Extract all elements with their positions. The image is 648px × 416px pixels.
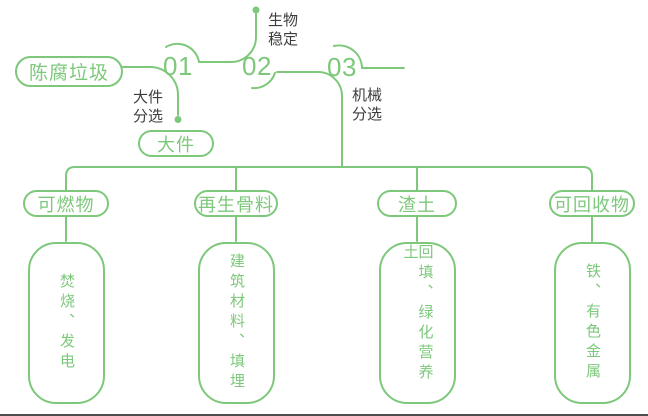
detail-box-recycled-aggregate: 建筑材料、填埋	[198, 242, 275, 404]
detail-text: 回填、绿化营养土	[401, 244, 434, 384]
category-pill-combustibles: 可燃物	[23, 190, 109, 217]
category-label: 可回收物	[554, 194, 630, 215]
step-label-line: 大件	[133, 89, 164, 106]
bulky-output-pill: 大件	[138, 130, 214, 157]
detail-text: 焚烧、发电	[58, 273, 75, 373]
flow-line-source-to-01	[122, 66, 179, 116]
bottom-divider	[0, 414, 648, 416]
step-label-line: 机械	[352, 87, 383, 104]
connector-dot	[252, 6, 260, 14]
flow-line-02-to-03	[276, 71, 343, 168]
bulky-output-label: 大件	[157, 134, 195, 155]
category-label: 再生骨料	[198, 194, 274, 215]
step-label-line: 分选	[133, 108, 164, 125]
arc-under-02	[251, 72, 276, 90]
step-number-01: 01	[163, 51, 193, 81]
step-label-line: 稳定	[268, 31, 299, 48]
detail-box-residue-soil: 回填、绿化营养土	[379, 242, 456, 404]
detail-text: 铁、有色金属	[584, 263, 601, 383]
step-label-bio-stabilization: 生物 稳定	[268, 11, 298, 49]
step-label-bulky-sorting: 大件 分选	[133, 88, 163, 126]
detail-box-recyclables: 铁、有色金属	[554, 242, 631, 404]
flow-line-03-out	[333, 44, 405, 69]
category-label: 渣土	[398, 194, 436, 215]
distribution-rail	[65, 166, 593, 191]
detail-text: 建筑材料、填埋	[228, 253, 245, 393]
step-number-02: 02	[242, 51, 272, 81]
category-pill-residue-soil: 渣土	[377, 190, 457, 217]
step-label-line: 生物	[268, 12, 299, 29]
source-label: 陈腐垃圾	[28, 63, 109, 84]
flow-line-01-to-02	[165, 13, 257, 63]
category-pill-recycled-aggregate: 再生骨料	[194, 190, 278, 217]
source-pill: 陈腐垃圾	[15, 56, 123, 87]
detail-box-combustibles: 焚烧、发电	[28, 242, 105, 404]
step-label-line: 分选	[352, 106, 383, 123]
step-label-mechanical-sorting: 机械 分选	[352, 86, 382, 124]
category-label: 可燃物	[37, 194, 95, 215]
category-pill-recyclables: 可回收物	[549, 190, 635, 217]
step-number-03: 03	[327, 52, 357, 82]
connector-dot	[174, 116, 182, 123]
